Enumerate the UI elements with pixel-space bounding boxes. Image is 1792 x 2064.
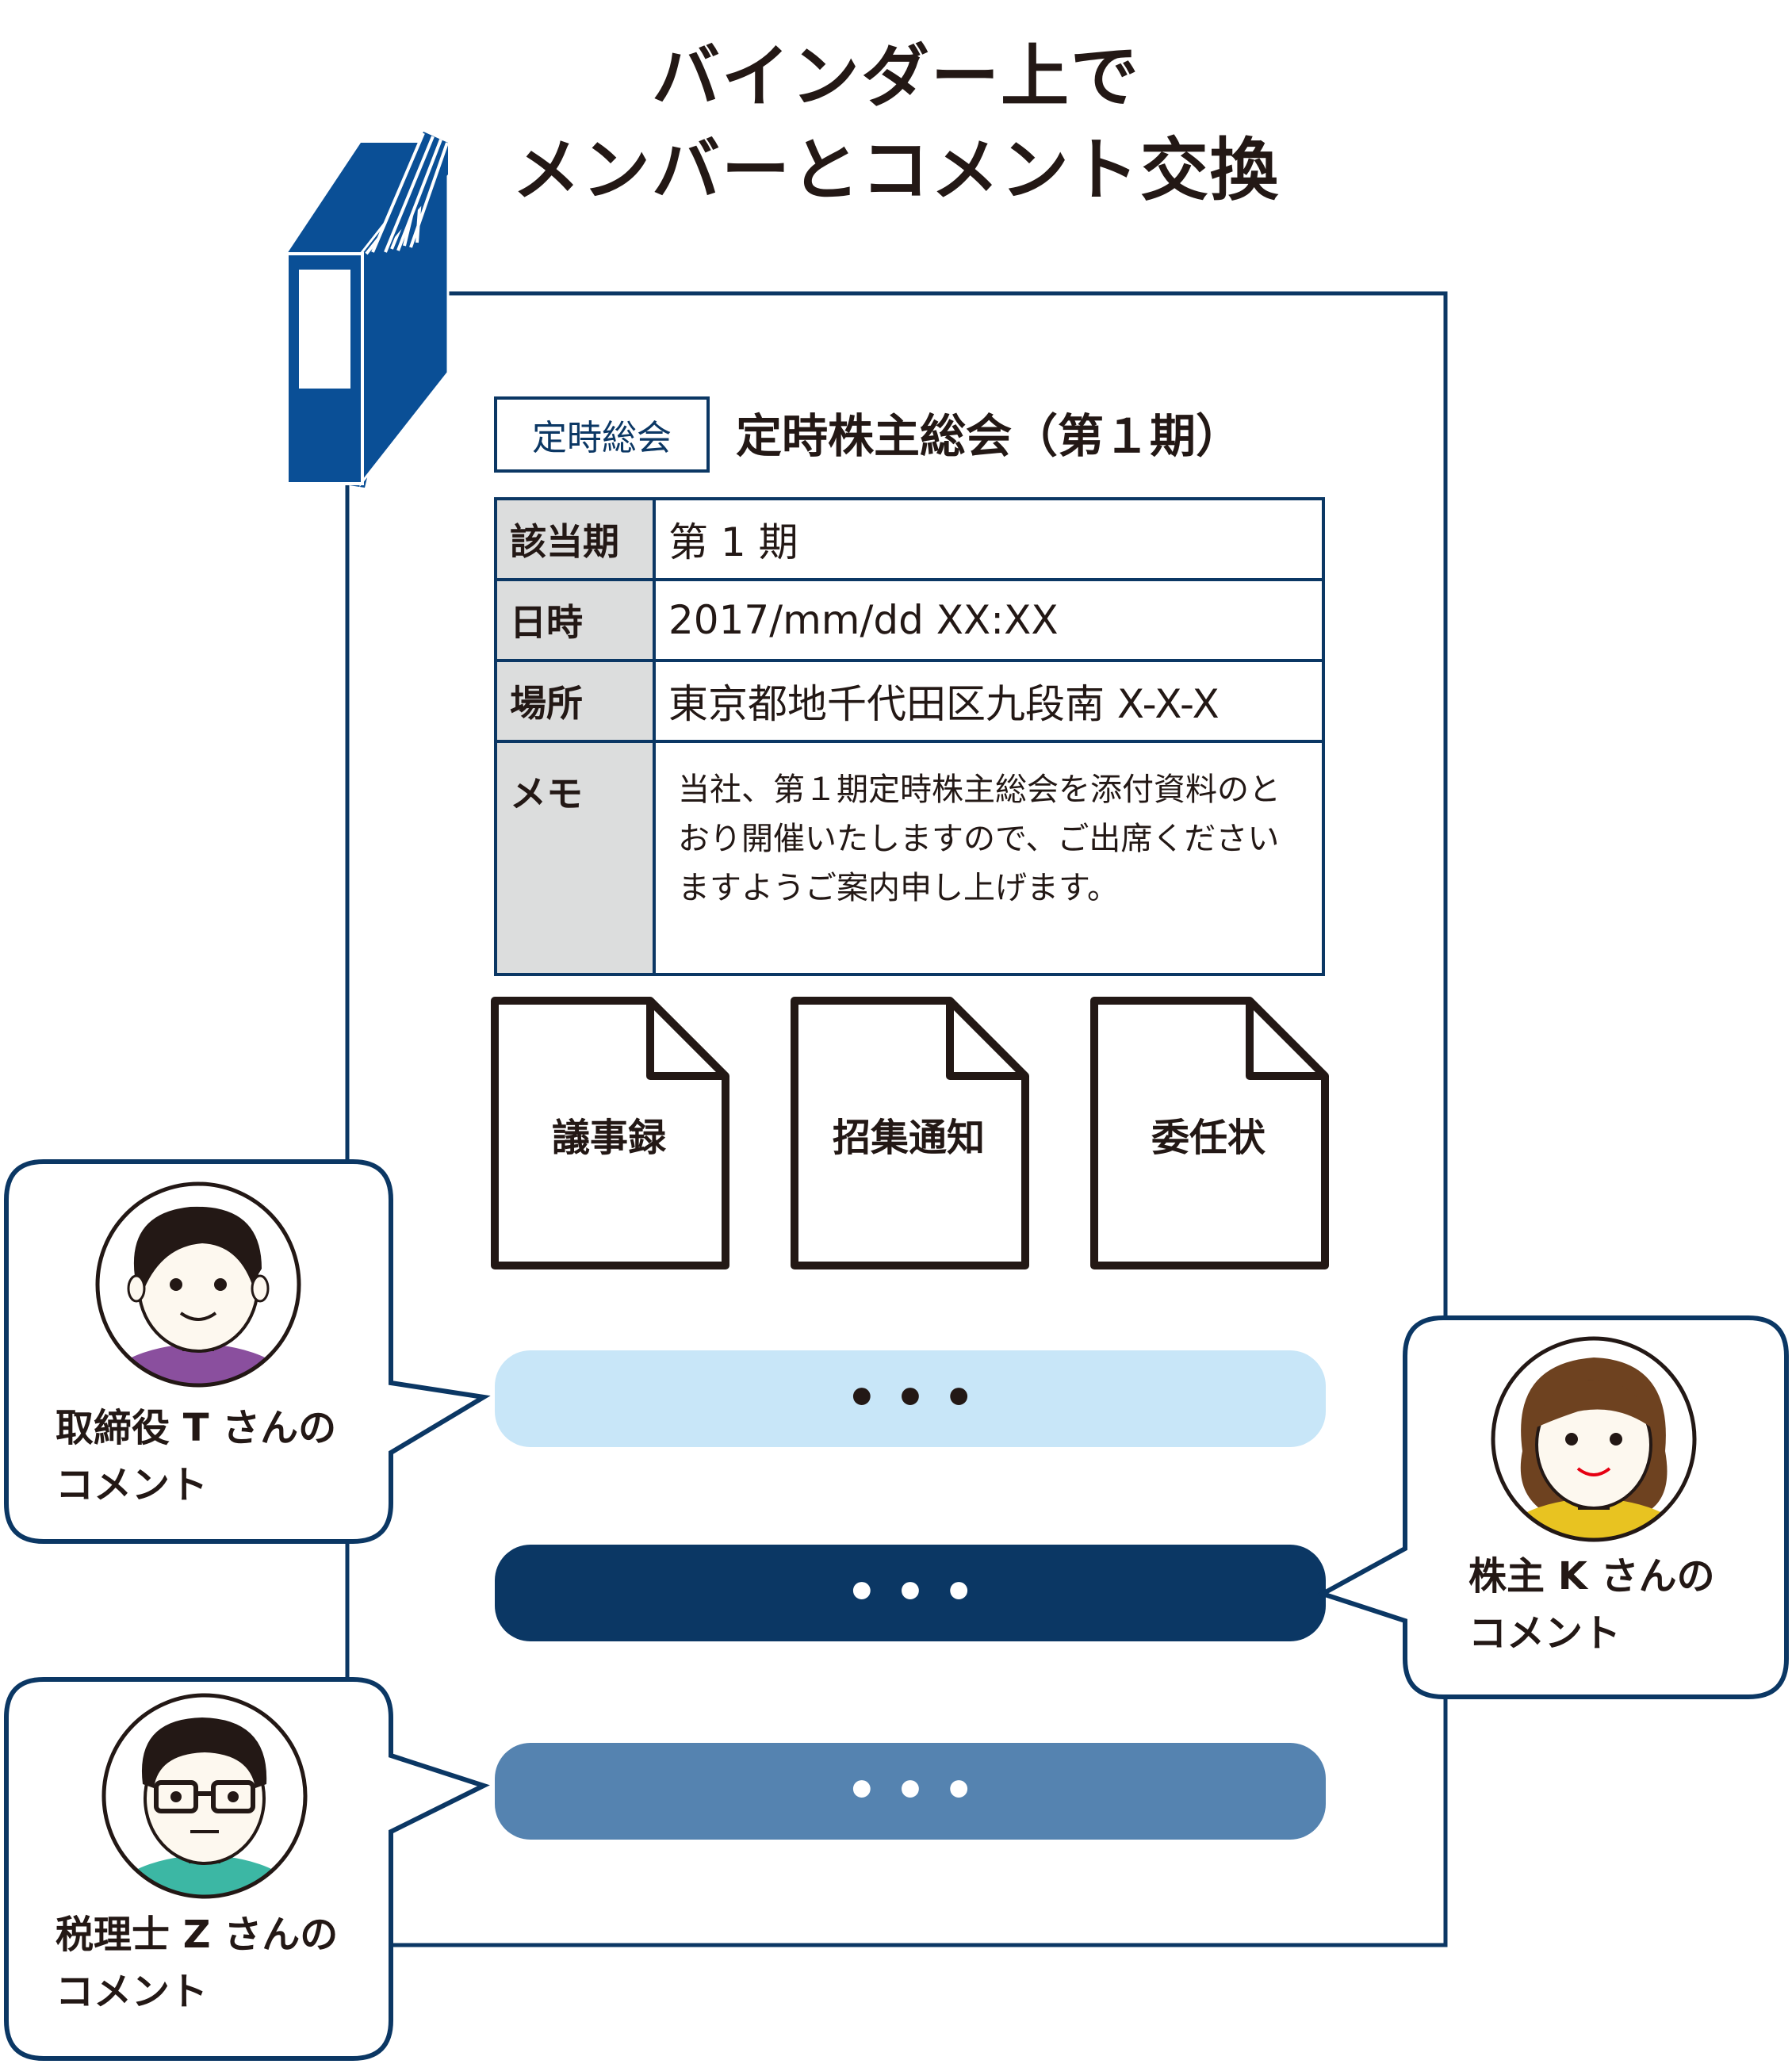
memo-line: おり開催いたしますので、ご出席ください	[678, 821, 1280, 857]
avatar-tax-z	[101, 1693, 308, 1899]
commenter-director-t-label: 取締役 T さんの コメント	[56, 1400, 336, 1514]
comment-bar-3-dots: • • •	[846, 1761, 974, 1819]
document-icon-proxy	[1090, 997, 1329, 1269]
binder-icon	[285, 129, 455, 488]
comment-bar-1-dots: • • •	[846, 1369, 974, 1426]
commenter-caption: コメント	[56, 1463, 209, 1507]
comment-bar-2	[495, 1545, 1326, 1641]
place-value: 東京都地千代田区九段南 X-X-X	[653, 659, 1325, 743]
datetime-value: 2017/mm/dd XX:XX	[653, 578, 1325, 662]
document-icon-minutes	[491, 997, 729, 1269]
meeting-title: 定時株主総会（第１期）	[736, 409, 1243, 463]
commenter-name: 株主 K さんの	[1468, 1554, 1715, 1599]
commenter-caption: コメント	[56, 1970, 209, 2014]
document-icon-notice	[791, 997, 1029, 1269]
commenter-shareholder-k-label: 株主 K さんの コメント	[1468, 1548, 1715, 1662]
meeting-info-table: 該当期 第 1 期 日時 2017/mm/dd XX:XX 場所 東京都地千代田…	[494, 497, 1325, 976]
memo-value: 当社、第１期定時株主総会を添付資料のと おり開催いたしますので、ご出席ください …	[653, 740, 1325, 976]
table-row: 場所 東京都地千代田区九段南 X-X-X	[494, 659, 1325, 743]
commenter-name: 税理士 Z さんの	[56, 1913, 339, 1957]
document-label-proxy: 委任状	[1151, 1116, 1266, 1160]
memo-label: メモ	[494, 740, 656, 976]
document-label-notice: 招集通知	[832, 1116, 985, 1160]
period-value: 第 1 期	[653, 497, 1325, 581]
commenter-name: 取締役 T さんの	[56, 1406, 337, 1450]
commenter-caption: コメント	[1468, 1611, 1622, 1656]
avatar-shareholder-k	[1491, 1336, 1697, 1542]
commenter-tax-z-label: 税理士 Z さんの コメント	[56, 1906, 338, 2020]
table-row: 該当期 第 1 期	[494, 497, 1325, 581]
title-line-1: バインダー上で	[652, 37, 1140, 117]
comment-bar-1	[495, 1350, 1326, 1447]
memo-line: ますようご案内申し上げます。	[678, 870, 1119, 906]
meeting-type-badge: 定時総会	[494, 396, 710, 473]
comment-bar-3	[495, 1743, 1326, 1840]
table-row: 日時 2017/mm/dd XX:XX	[494, 578, 1325, 662]
document-label-minutes: 議事録	[551, 1116, 666, 1160]
table-row: メモ 当社、第１期定時株主総会を添付資料のと おり開催いたしますので、ご出席くだ…	[494, 740, 1325, 976]
page-title: バインダー上で メンバーとコメント交換	[0, 30, 1792, 217]
period-label: 該当期	[494, 497, 656, 581]
comment-bar-2-dots: • • •	[846, 1563, 974, 1621]
title-line-2: メンバーとコメント交換	[512, 131, 1280, 210]
avatar-director-t	[95, 1181, 301, 1388]
memo-line: 当社、第１期定時株主総会を添付資料のと	[678, 772, 1281, 808]
datetime-label: 日時	[494, 578, 656, 662]
place-label: 場所	[494, 659, 656, 743]
